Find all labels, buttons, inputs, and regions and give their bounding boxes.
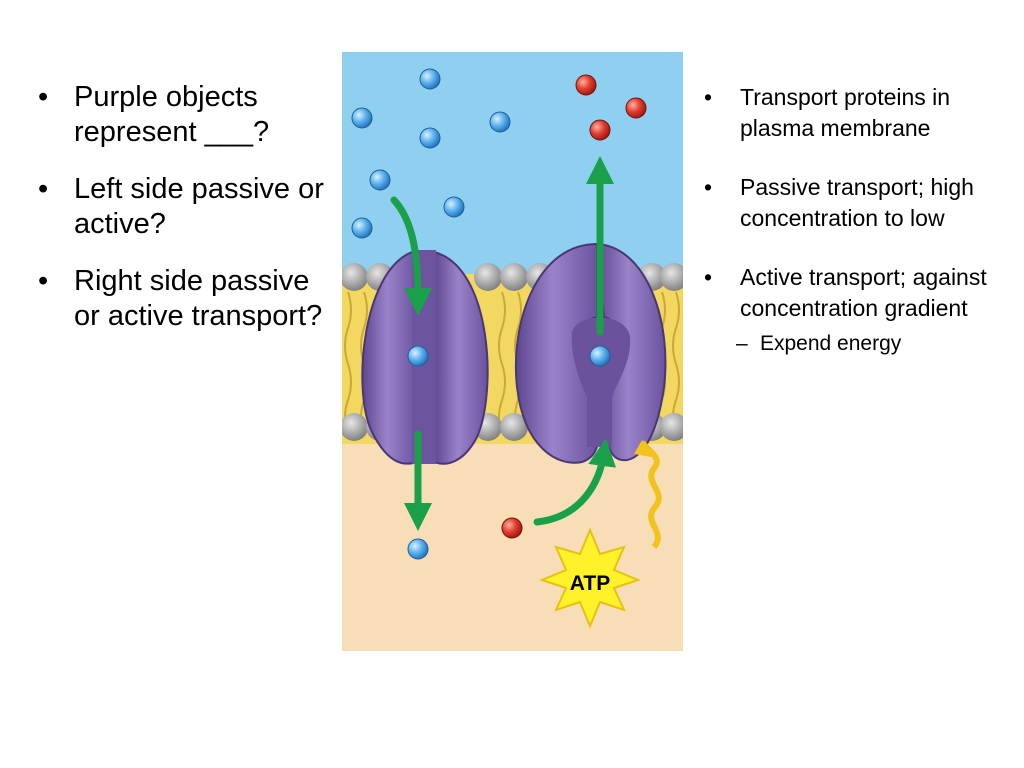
blue-molecule [369, 169, 391, 191]
red-molecules [501, 74, 647, 539]
active-uptake-arrow [533, 438, 617, 526]
explanation-item: Passive transport; high concentration to… [700, 172, 1000, 234]
passive-inflow-arrow [390, 196, 432, 316]
channel-protein [361, 250, 489, 465]
red-molecule [625, 97, 647, 119]
question-list: Purple objects represent ___? Left side … [30, 80, 340, 356]
blue-molecule [351, 217, 373, 239]
blue-molecules [351, 68, 611, 560]
transport-arrows [390, 156, 617, 531]
explanation-item: Transport proteins in plasma membrane [700, 82, 1000, 144]
question-item: Right side passive or active transport? [30, 264, 340, 334]
question-item: Left side passive or active? [30, 172, 340, 242]
blue-molecule [443, 196, 465, 218]
blue-molecule [419, 127, 441, 149]
cytoplasm-region [342, 442, 683, 651]
explanation-sublist: Expend energy [736, 330, 1000, 358]
question-item: Purple objects represent ___? [30, 80, 340, 150]
blue-molecule [489, 111, 511, 133]
explanation-item: Active transport; against concentration … [700, 262, 1000, 358]
energy-squiggle [639, 440, 662, 549]
explanation-list: Transport proteins in plasma membrane Pa… [700, 82, 1000, 386]
explanation-text: Active transport; against concentration … [740, 264, 987, 321]
blue-molecule [589, 345, 611, 367]
extracellular-region [342, 52, 683, 282]
membrane-transport-diagram: ATP [342, 52, 683, 651]
atp-energy-burst: ATP [539, 440, 662, 629]
red-molecule [575, 74, 597, 96]
atp-label: ATP [570, 572, 610, 595]
blue-molecule [407, 345, 429, 367]
carrier-protein [515, 242, 667, 464]
explanation-text: Passive transport; high concentration to… [740, 174, 974, 231]
red-molecule [589, 119, 611, 141]
blue-molecule [407, 538, 429, 560]
explanation-text: Transport proteins in plasma membrane [740, 84, 951, 141]
blue-molecule [351, 107, 373, 129]
atp-star [539, 527, 641, 629]
blue-molecule [419, 68, 441, 90]
explanation-subitem: Expend energy [716, 330, 1000, 358]
red-molecule [501, 517, 523, 539]
